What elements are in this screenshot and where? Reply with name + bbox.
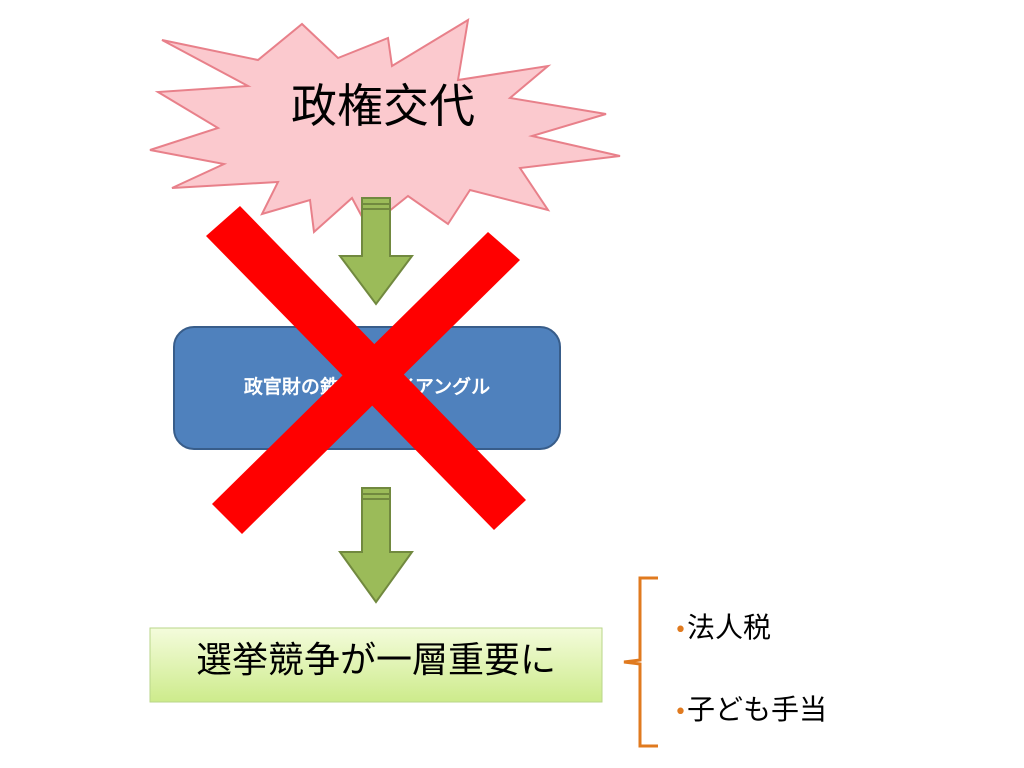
bullet-item-child-allowance: •子ども手当 [674,690,827,733]
bullet-text: 子ども手当 [686,693,827,726]
burst-label: 政権交代 [291,79,475,133]
red-cross-stroke-2 [212,232,520,534]
bullet-marker: • [674,700,687,725]
result-box [149,627,603,703]
explosion-burst-shape [149,18,621,235]
bullet-item-corporate-tax: •法人税 [674,608,771,651]
curly-brace [623,576,658,748]
bullet-marker: • [674,618,687,643]
down-arrow-top [338,197,414,306]
bullet-text: 法人税 [686,611,771,644]
result-label: 選挙競争が一層重要に [195,640,556,681]
